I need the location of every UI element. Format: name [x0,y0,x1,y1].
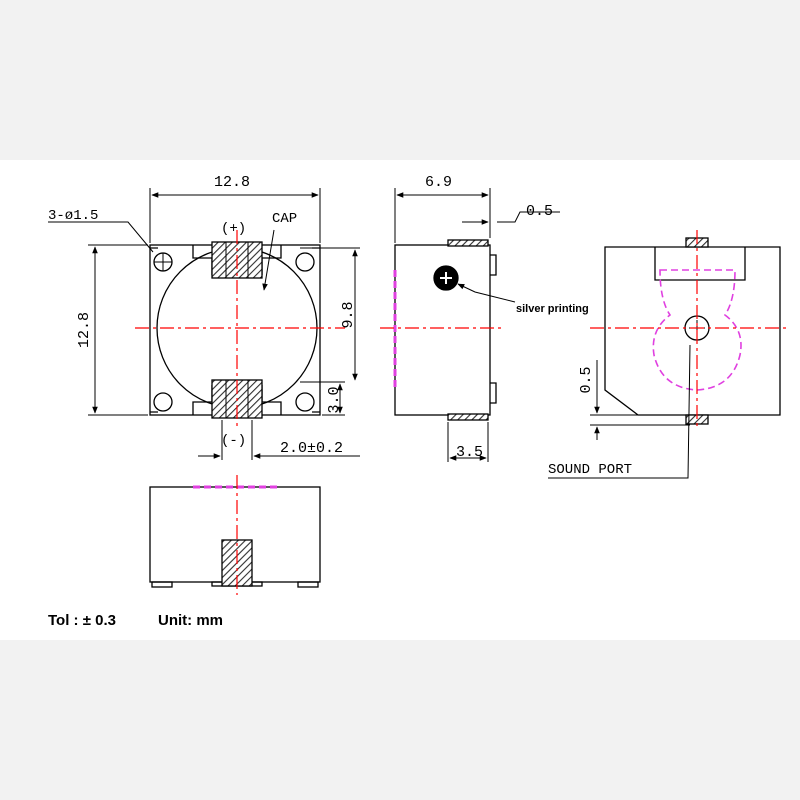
label-sound-port: SOUND PORT [548,462,632,478]
dim-side-pad: 3.5 [456,444,483,461]
dim-pin-width: 2.0±0.2 [280,440,343,457]
mount-hole-3 [153,392,173,412]
back-body-outline [604,246,781,416]
mount-hole-4 [295,392,315,412]
dim-back-gap: 0.5 [578,366,595,393]
label-cap: CAP [272,211,297,227]
back-centerlines [590,230,790,430]
side-dimensions [394,188,560,462]
front-dimensions [48,188,360,460]
dim-left-height: 12.8 [76,312,93,348]
dim-side-gap: 0.5 [526,203,553,220]
side-top-pad [447,239,489,247]
dim-top-width: 12.8 [214,174,250,191]
side-bottom-pad [447,413,489,421]
front-view [149,241,321,419]
label-plus: (+) [221,221,246,237]
dim-side-width: 6.9 [425,174,452,191]
front-centerlines [135,230,345,430]
dim-lower-offset: 3.0 [326,386,343,413]
bottom-view [149,486,321,588]
tolerance-note: Tol : ± 0.3 [48,612,116,629]
mount-hole-2 [295,252,315,272]
back-view [604,237,781,425]
side-view [394,239,497,421]
back-dimensions [548,344,691,479]
drawing-sheet [0,160,800,640]
dim-inner-height: 9.8 [340,301,357,328]
label-minus: (-) [221,433,246,449]
unit-note: Unit: mm [158,612,223,629]
label-silver-printing: silver printing [516,303,589,315]
label-holes: 3-ø1.5 [48,208,98,224]
